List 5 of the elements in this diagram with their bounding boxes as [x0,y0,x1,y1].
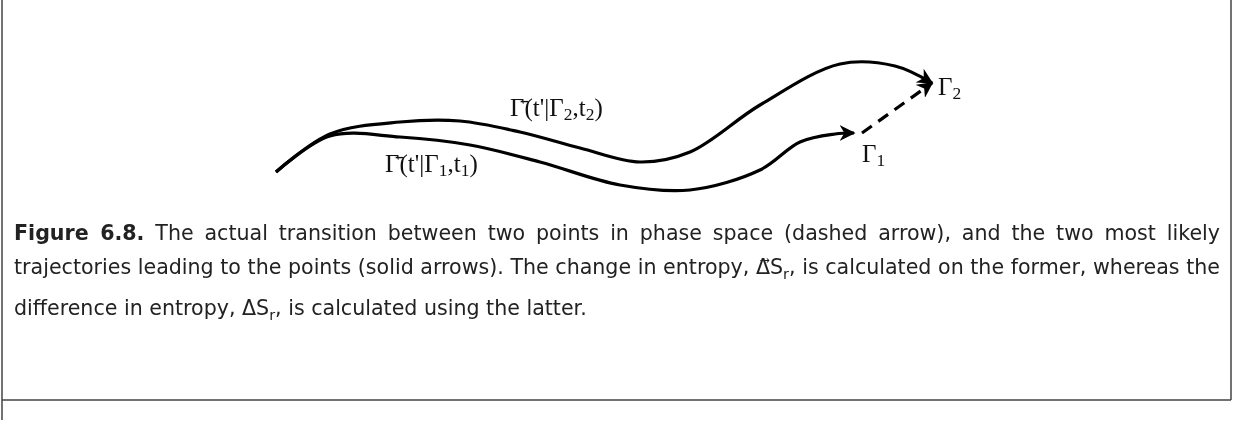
point-label: Γ$_{2}$ [932,70,972,104]
figure-caption: Figure 6.8. The actual transition between two points in phase space (dashed arrow), and the two most likely trajectories leading to the points (solid arrows). The change in entropy, Δ⃗S$_{r}$, is calculated on the former, whereas the difference in entropy, ΔS$_{r}$, is calculated using the latter. [14,220,1220,326]
point-label: Γ$_{1}$ [854,133,894,167]
dashed-arrow [861,81,934,135]
trajectory-arrow [274,125,856,193]
